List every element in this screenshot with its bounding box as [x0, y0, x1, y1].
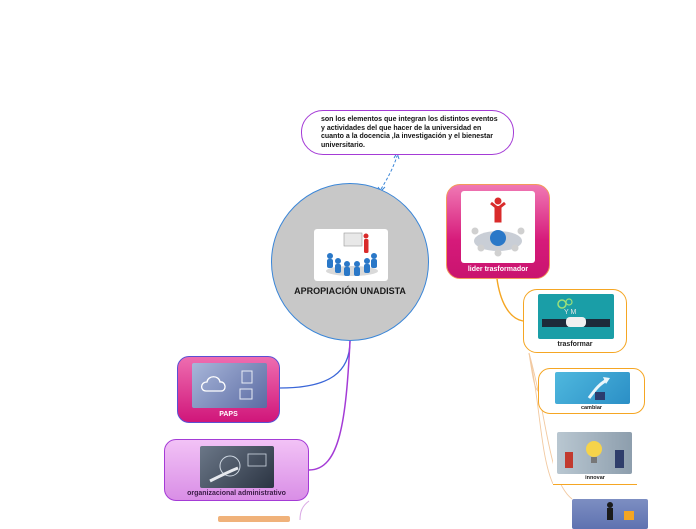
callout-connector [380, 155, 398, 190]
organizacional-administrativo-node[interactable]: organizacional administrativo [164, 439, 309, 501]
cambiar-label: cambiar [580, 405, 603, 411]
trasformar-node[interactable]: Y M trasformar [523, 289, 627, 353]
extra-connector [528, 352, 573, 500]
trasformar-connector [496, 278, 524, 322]
lider-trasformador-node[interactable]: lider trasformador [446, 184, 550, 279]
central-topic[interactable]: APROPIACIÓN UNADISTA [271, 183, 429, 341]
leader-network-icon [461, 191, 535, 263]
people-presentation-icon [314, 229, 388, 281]
growth-arrow-icon [555, 372, 630, 404]
innovar-connector [528, 352, 554, 485]
organizacional-administrativo-label: organizacional administrativo [187, 490, 286, 497]
org-connector-lower [299, 500, 310, 520]
lightbulb-icon [557, 432, 632, 474]
paps-node[interactable]: PAPS [177, 356, 280, 423]
paps-label: PAPS [219, 411, 238, 418]
central-topic-label: APROPIACIÓN UNADISTA [294, 286, 406, 296]
description-callout[interactable]: son los elementos que integran los disti… [301, 110, 514, 155]
callout-text: son los elementos que integran los disti… [321, 116, 498, 149]
trasformar-label: trasformar [557, 341, 593, 348]
partial-node-stub [218, 516, 290, 522]
cloud-tech-icon [192, 363, 267, 408]
innovar-label: innovar [585, 475, 605, 481]
paps-connector [279, 340, 351, 389]
svg-text:Y M: Y M [564, 309, 576, 316]
innovar-node[interactable]: innovar [553, 430, 637, 485]
org-connector [308, 340, 351, 471]
tech-hand-icon [200, 446, 274, 488]
cambiar-node[interactable]: cambiar [538, 368, 645, 414]
handshake-icon: Y M [538, 294, 614, 339]
partial-image-node[interactable] [572, 499, 648, 529]
lider-trasformador-label: lider trasformador [467, 266, 529, 273]
person-icon [607, 502, 634, 520]
